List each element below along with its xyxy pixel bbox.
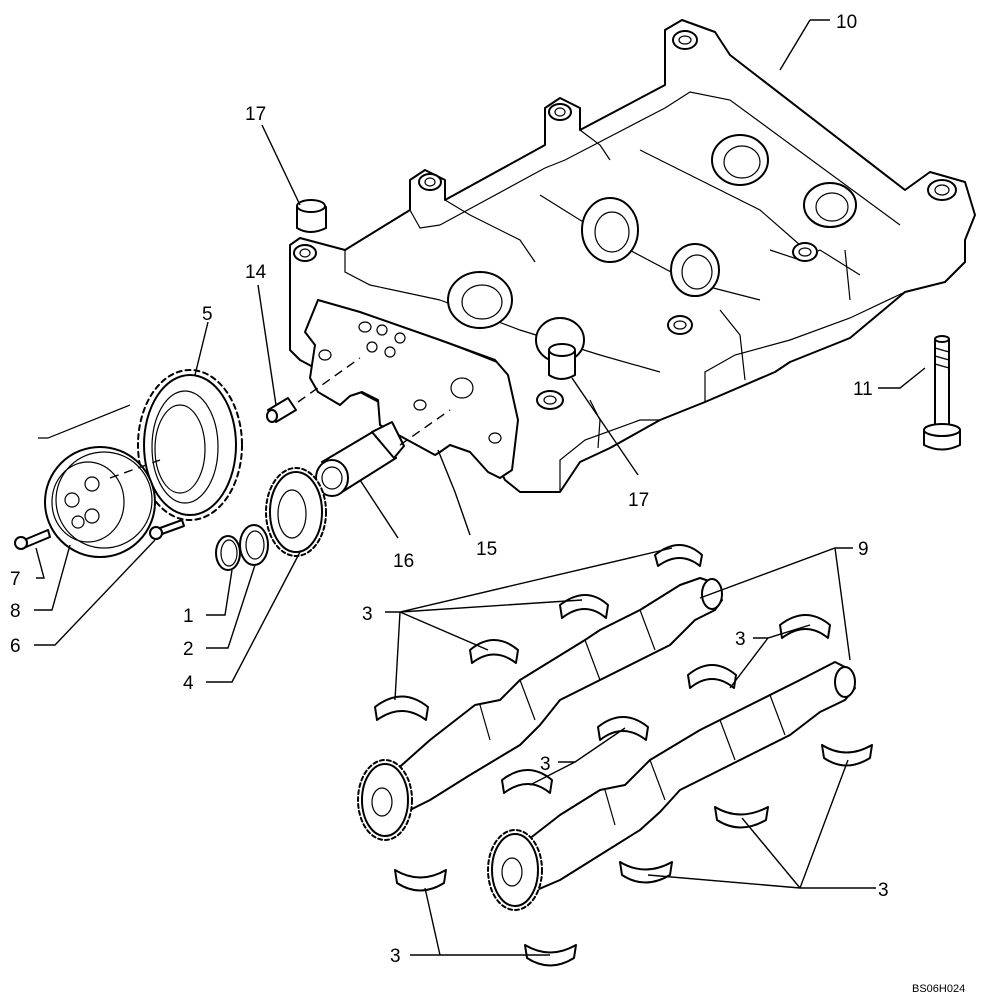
dowel-pin: [266, 397, 297, 423]
idler-gear: [265, 467, 327, 557]
callout-3-d: 3: [878, 880, 889, 901]
callout-10: 10: [836, 12, 857, 33]
bearing-shell-3: [469, 639, 519, 664]
callout-labels: 10 17 14 5 11 17 15 16 7 8 6 1 2 4 9 3 3…: [10, 12, 965, 995]
callout-3-a: 3: [362, 604, 373, 625]
callout-5: 5: [202, 304, 213, 325]
leader-lines: [34, 19, 926, 956]
thrust-washer: [239, 524, 269, 566]
callout-9: 9: [858, 539, 869, 560]
long-bolt: [923, 335, 961, 451]
bearing-shell-6: [687, 664, 737, 689]
dowel-sleeve-lower: [548, 343, 576, 380]
bearing-shell-2: [559, 594, 609, 619]
bearing-shell-1: [654, 544, 703, 567]
balancer-shaft-lower: [487, 661, 856, 911]
bearing-shell-7: [597, 716, 649, 741]
dowel-sleeve-upper: [296, 199, 327, 233]
snap-ring: [215, 535, 241, 571]
balancer-shaft-upper: [357, 577, 723, 841]
callout-6: 6: [10, 636, 21, 657]
bearing-shell-11: [619, 861, 673, 884]
callout-8: 8: [10, 601, 21, 622]
damper-pulley: [44, 446, 156, 558]
cover-plate: [304, 299, 519, 479]
screw-7: [14, 529, 51, 550]
callout-3-e: 3: [390, 946, 401, 967]
bearing-shell-4: [374, 695, 429, 721]
bearing-shell-10: [714, 806, 769, 829]
callout-7: 7: [10, 569, 21, 590]
bearing-shell-8: [501, 769, 553, 794]
screw-6: [149, 519, 185, 540]
callout-3-c: 3: [540, 754, 551, 775]
callout-17-lower: 17: [628, 490, 649, 511]
bearing-shell-9: [821, 744, 873, 767]
callout-2: 2: [183, 639, 194, 660]
callout-11: 11: [853, 379, 873, 400]
reference-code: BS06H024: [912, 983, 965, 995]
callout-3-b: 3: [735, 629, 746, 650]
idler-shaft: [315, 421, 405, 497]
callout-1: 1: [183, 606, 194, 627]
callout-4: 4: [183, 673, 194, 694]
callout-17-upper: 17: [245, 104, 266, 125]
callout-16: 16: [393, 551, 414, 572]
callout-14: 14: [245, 262, 267, 283]
callout-15: 15: [476, 539, 497, 560]
bearing-shell-12: [394, 869, 447, 892]
large-drive-gear: [137, 369, 243, 521]
bearing-shell-13: [524, 944, 577, 967]
